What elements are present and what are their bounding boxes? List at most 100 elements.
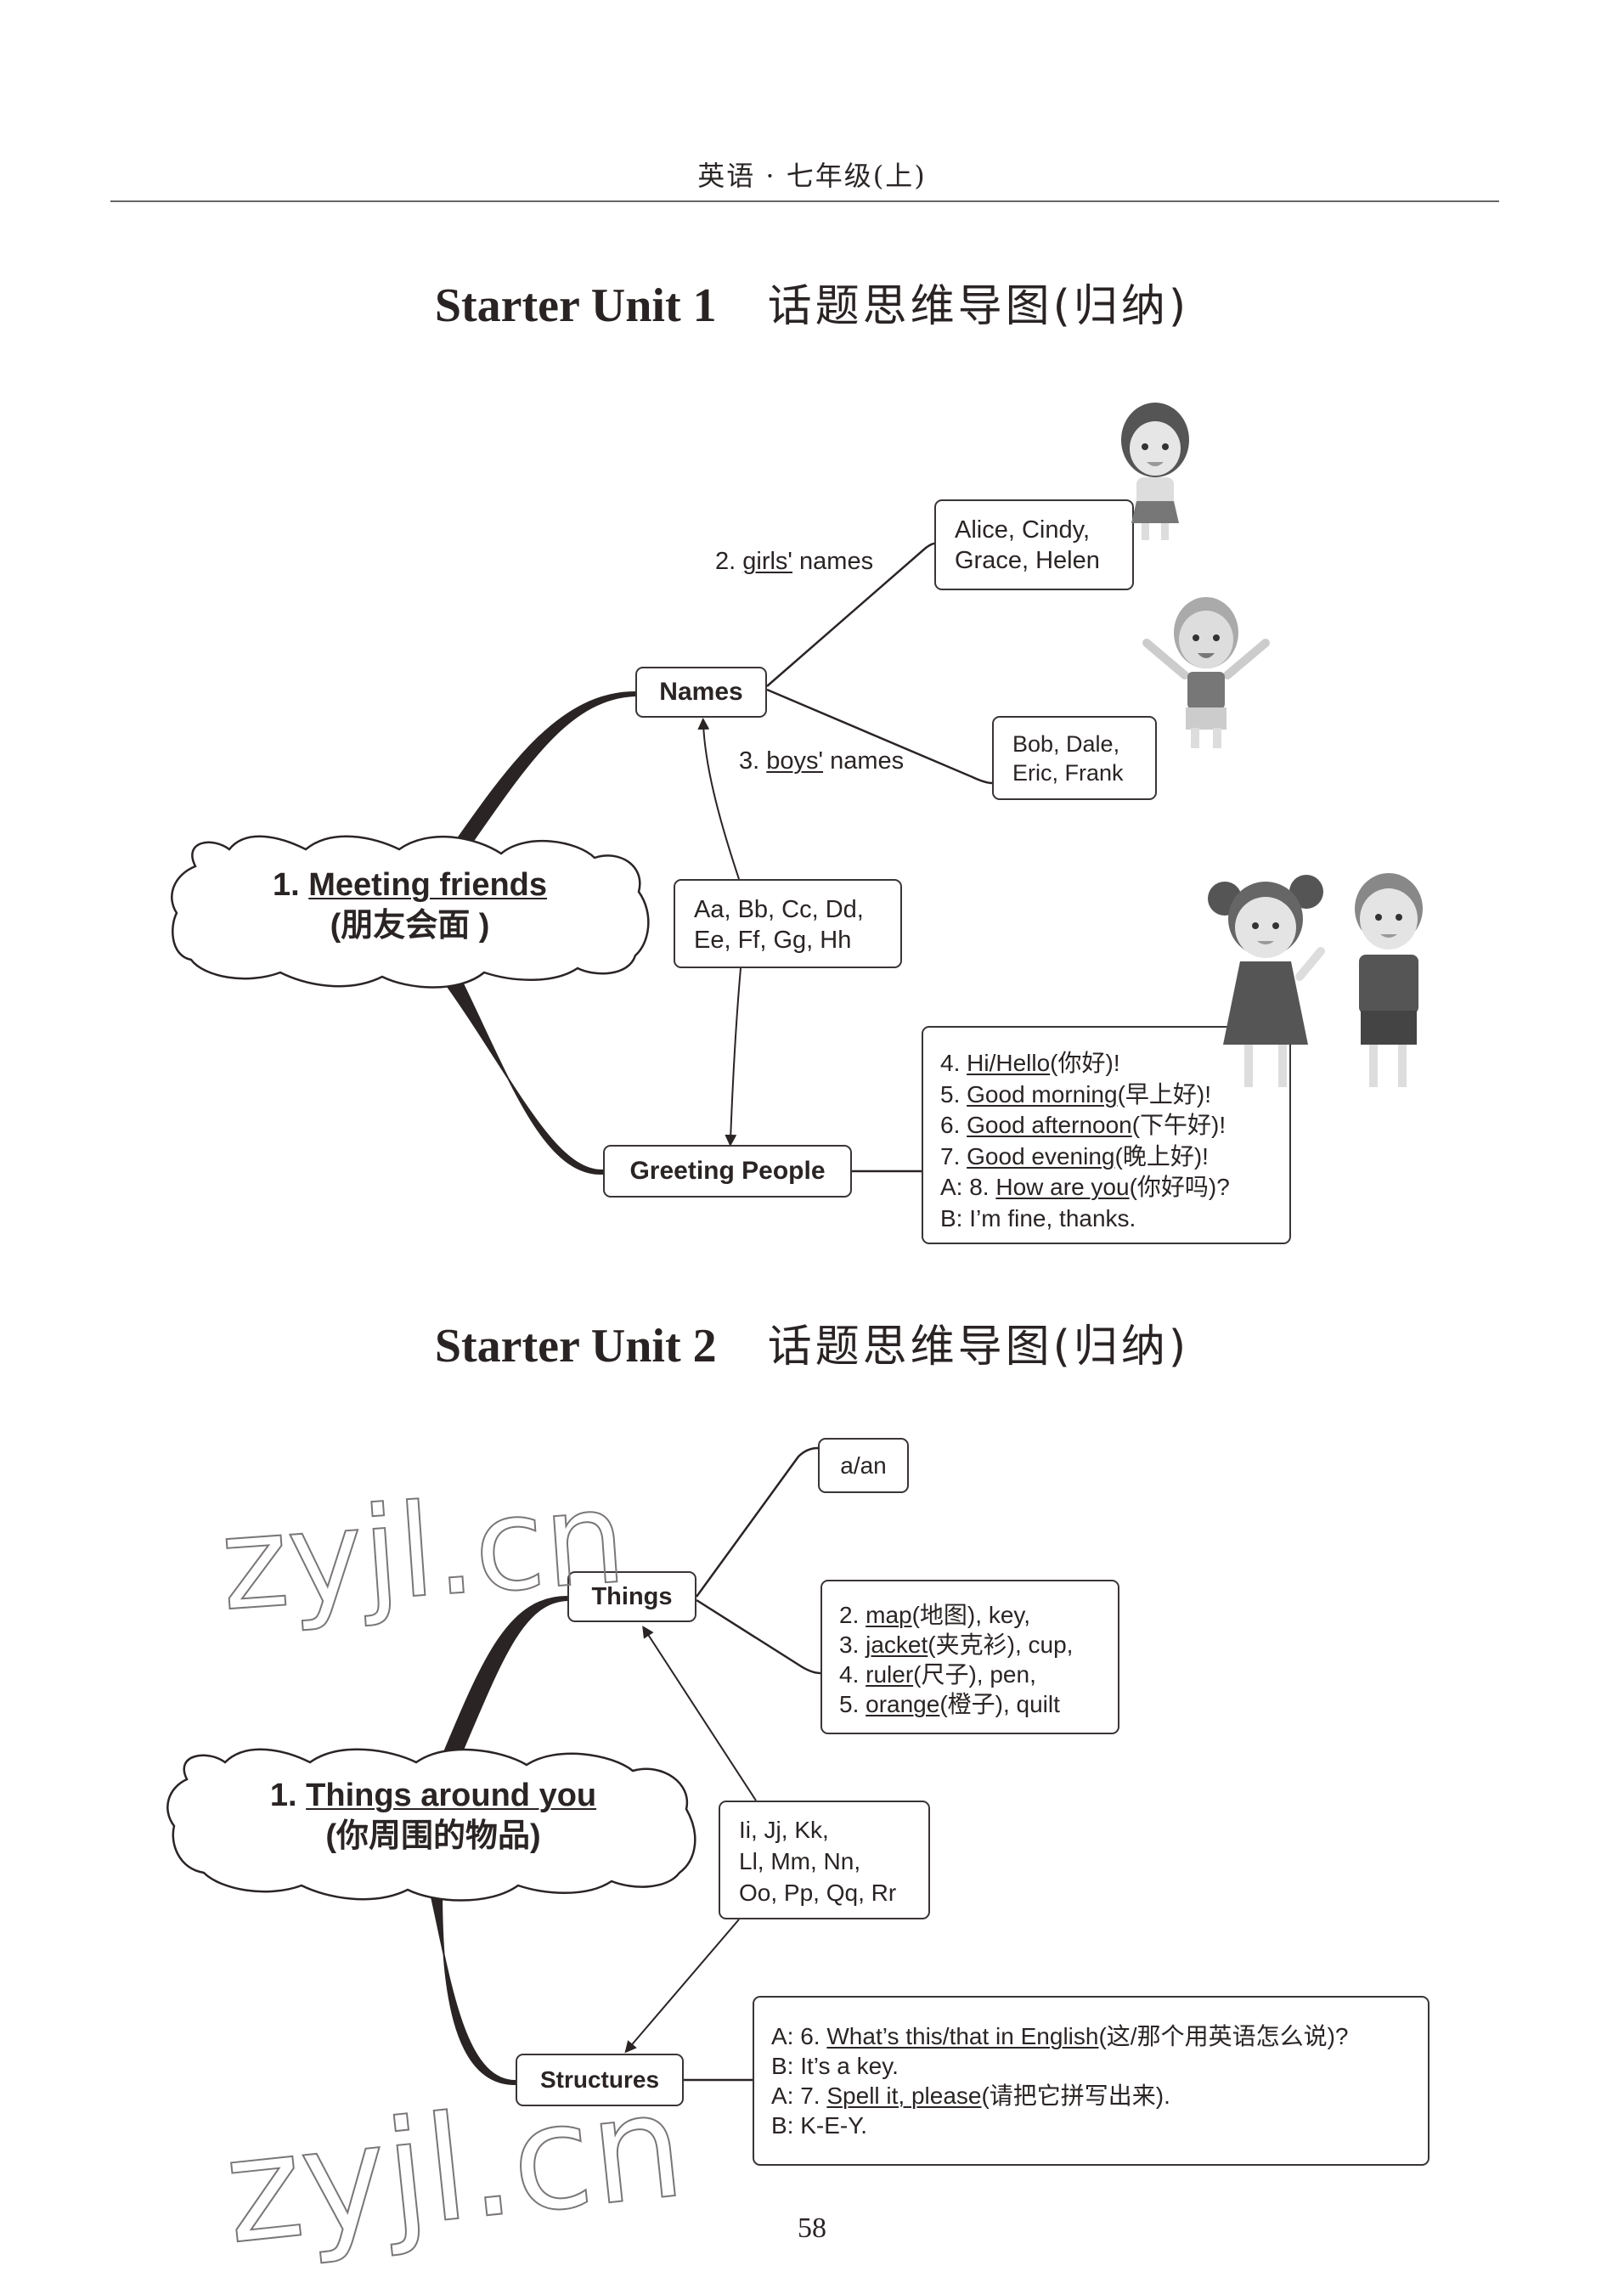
topic-number: 1. [272, 867, 300, 903]
line-rest: (下午好)! [1131, 1112, 1226, 1138]
line-prefix: 4. [839, 1661, 866, 1688]
names-node: Names [635, 667, 767, 718]
letters-line: Aa, Bb, Cc, Dd, [694, 896, 864, 923]
boys-names-box: Bob, Dale, Eric, Frank [992, 716, 1157, 800]
unit1-title-zh: 话题思维导图(归纳) [767, 281, 1190, 332]
unit1-title-en: Starter Unit 1 [434, 279, 717, 332]
kids-greeting-illustration [1208, 873, 1423, 1087]
line-rest: (地图), key, [911, 1602, 1031, 1628]
greeting-people-node: Greeting People [603, 1145, 852, 1198]
line-prefix: A: 8. [940, 1174, 996, 1200]
dialogue-line: B: It’s a key. [771, 2051, 1428, 2081]
topic-number: 1. [269, 1778, 297, 1813]
greeting-line: A: 8. How are you(你好吗)? [940, 1172, 1289, 1203]
greeting-line: 7. Good evening(晚上好)! [940, 1141, 1289, 1173]
unit1-title: Starter Unit 1 话题思维导图(归纳) [0, 270, 1624, 334]
label-answer: boys' [766, 747, 824, 775]
line-items [696, 1598, 821, 1675]
topic-zh: (你周围的物品) [325, 1818, 541, 1854]
dialogue-line: B: K-E-Y. [771, 2111, 1428, 2140]
label-answer: girls' [742, 548, 792, 575]
things-items-box: 2. map(地图), key, 3. jacket(夹克衫), cup, 4.… [820, 1580, 1119, 1734]
line-answer: map [866, 1602, 912, 1628]
branch-to-greeting [435, 971, 604, 1175]
topic-answer: Things around you [306, 1778, 597, 1813]
topic-zh: (朋友会面 ) [330, 908, 490, 944]
line-prefix: 5. [839, 1691, 866, 1717]
letters-line: Ii, Jj, Kk, [739, 1817, 829, 1843]
line-prefix: A: 7. [771, 2083, 827, 2109]
line-prefix: B: I’m fine, thanks. [940, 1204, 1136, 1231]
line-answer: Good morning [967, 1080, 1118, 1108]
header-rule [110, 200, 1499, 202]
label-number: 3. [739, 747, 760, 775]
dialogue-line: A: 7. Spell it, please(请把它拼写出来). [771, 2081, 1428, 2111]
line-rest: (这/那个用英语怎么说)? [1098, 2023, 1349, 2049]
line-answer: Hi/Hello [967, 1050, 1051, 1076]
line-article [695, 1446, 819, 1598]
girls-names-label: 2. girls' names [715, 548, 873, 576]
letters-line: Oo, Pp, Qq, Rr [739, 1880, 897, 1906]
structures-dialogue-box: A: 6. What’s this/that in English(这/那个用英… [753, 1996, 1429, 2166]
item-line: 5. orange(橙子), quilt [839, 1689, 1118, 1719]
line-rest: (你好吗)? [1129, 1174, 1230, 1200]
girl-illustration [1121, 403, 1189, 540]
line-rest: (请把它拼写出来). [981, 2083, 1170, 2109]
running-header: 英语 · 七年级(上) [697, 160, 927, 192]
item-line: 3. jacket(夹克衫), cup, [839, 1630, 1118, 1660]
structures-node: Structures [516, 2054, 684, 2106]
unit2-title-en: Starter Unit 2 [434, 1320, 717, 1372]
greeting-line: 4. Hi/Hello(你好)! [940, 1048, 1289, 1079]
line-rest: (夹克衫), cup, [928, 1632, 1074, 1658]
line-rest: (尺子), pen, [913, 1661, 1036, 1688]
line-answer: jacket [866, 1632, 928, 1658]
line-girls [766, 542, 935, 687]
letters-line: Ee, Ff, Gg, Hh [694, 927, 852, 954]
greeting-line: 5. Good morning(早上好)! [940, 1079, 1289, 1111]
branch-to-structures [427, 1884, 516, 2086]
line-prefix: 3. [839, 1632, 866, 1658]
line-rest: (你好)! [1050, 1050, 1120, 1076]
arrow-to-names [697, 718, 740, 880]
watermark: zyjl.cn [216, 1463, 631, 1641]
cloud-unit1 [171, 835, 650, 989]
line-prefix: 5. [940, 1080, 967, 1108]
boys-names-line: Bob, Dale, [1012, 731, 1120, 757]
girls-names-line: Alice, Cindy, [955, 516, 1091, 544]
label-rest: names [823, 747, 905, 775]
line-prefix: A: 6. [771, 2023, 827, 2049]
greeting-line: B: I’m fine, thanks. [940, 1203, 1289, 1235]
line-rest: (橙子), quilt [939, 1691, 1060, 1717]
line-prefix: B: It’s a key. [771, 2053, 899, 2079]
arrow-to-things [642, 1626, 757, 1801]
line-answer: How are you [995, 1174, 1130, 1200]
page-number: 58 [798, 2212, 826, 2244]
label-number: 2. [715, 548, 736, 575]
line-prefix: B: K-E-Y. [771, 2112, 868, 2139]
girls-names-line: Grace, Helen [955, 547, 1100, 574]
article-box: a/an [818, 1438, 909, 1493]
line-answer: orange [866, 1691, 940, 1717]
unit1-central-topic: 1. Meeting friends (朋友会面 ) [183, 865, 637, 946]
line-answer: Good evening [967, 1142, 1115, 1169]
line-answer: Spell it, please [826, 2083, 982, 2109]
things-node: Things [567, 1571, 696, 1622]
arrow-to-greeting [725, 967, 742, 1147]
unit1-letters-box: Aa, Bb, Cc, Dd, Ee, Ff, Gg, Hh [674, 879, 902, 968]
line-prefix: 4. [940, 1050, 967, 1076]
label-rest: names [792, 548, 874, 575]
line-answer: What’s this/that in English [826, 2023, 1099, 2049]
line-prefix: 6. [940, 1112, 967, 1138]
cloud-unit2 [166, 1748, 696, 1902]
line-rest: (晚上好)! [1114, 1142, 1209, 1169]
dialogue-line: A: 6. What’s this/that in English(这/那个用英… [771, 2021, 1428, 2051]
line-rest: (早上好)! [1117, 1080, 1212, 1108]
item-line: 2. map(地图), key, [839, 1600, 1118, 1630]
line-prefix: 2. [839, 1602, 866, 1628]
arrow-to-structures [624, 1919, 740, 2054]
greeting-line: 6. Good afternoon(下午好)! [940, 1110, 1289, 1141]
greetings-box: 4. Hi/Hello(你好)! 5. Good morning(早上好)! 6… [922, 1026, 1291, 1244]
boy-illustration [1142, 597, 1270, 748]
